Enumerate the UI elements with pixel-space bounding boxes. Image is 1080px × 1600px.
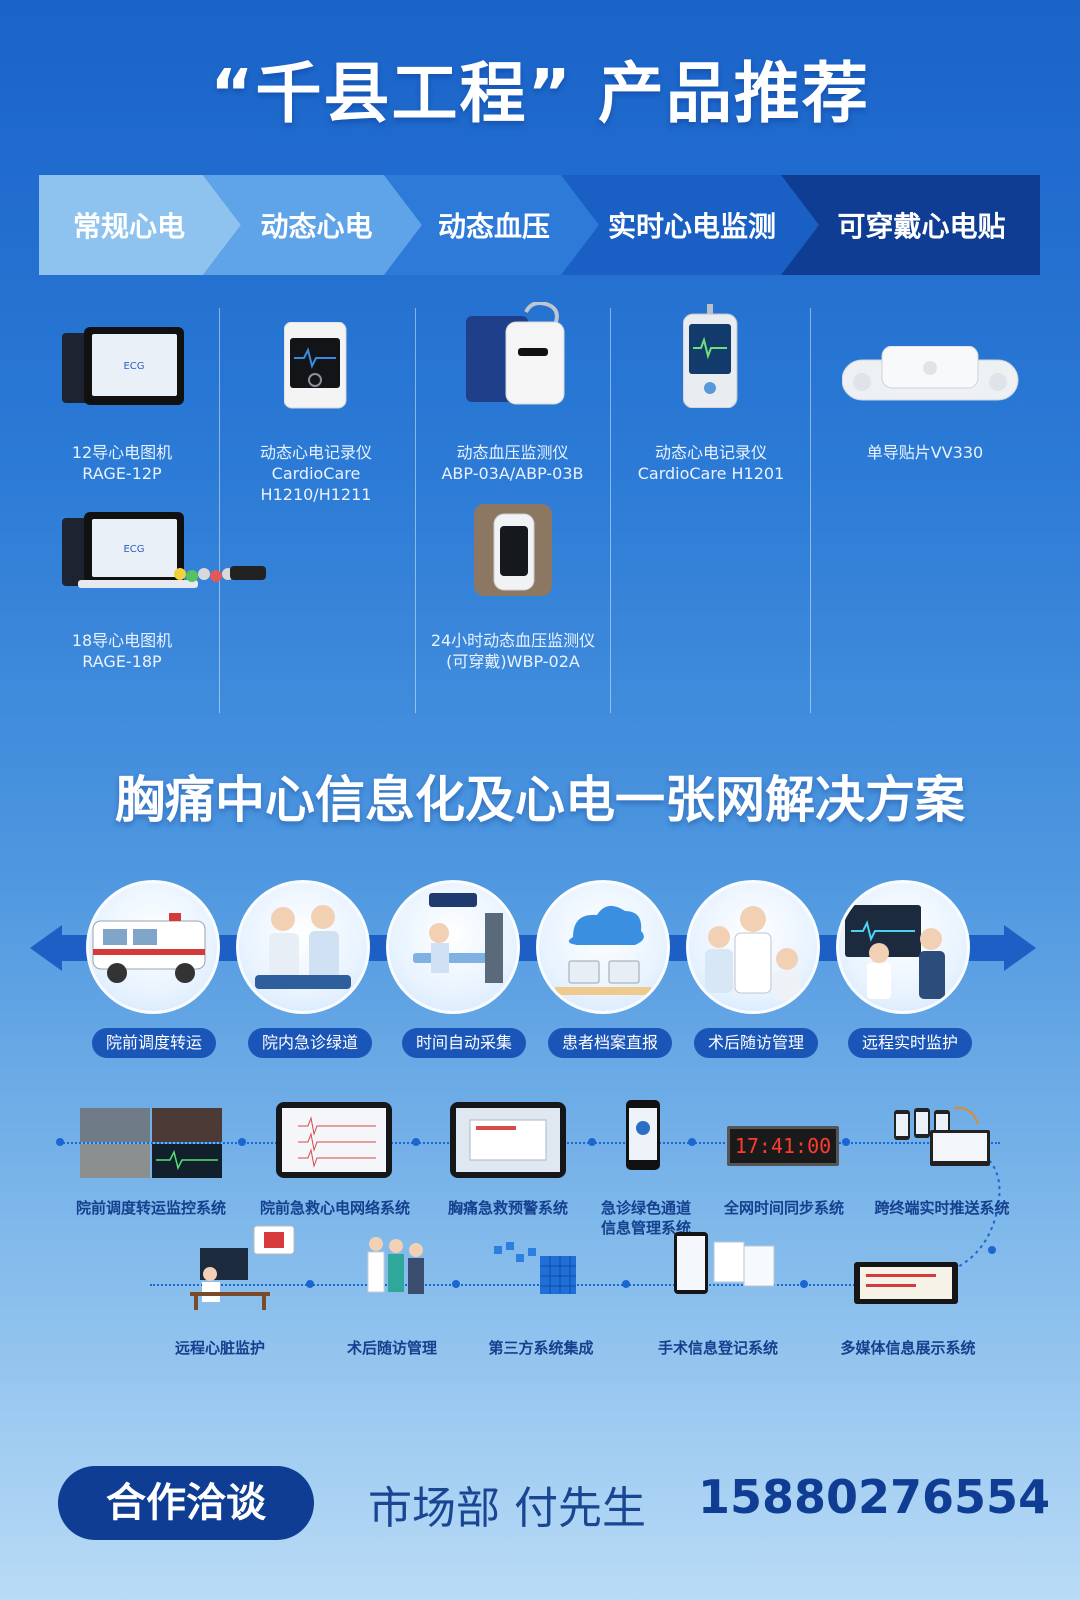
bp-cuff-monitor-icon bbox=[466, 302, 565, 405]
remote-cardiac-workstation-icon bbox=[190, 1225, 295, 1310]
contact-name: 市场部 付先生 bbox=[368, 1483, 646, 1534]
ecg-tablet-with-leads-icon: ECG bbox=[62, 512, 266, 588]
postop-followup-team-icon bbox=[367, 1237, 424, 1294]
tab-realtime-ecg[interactable]: 实时心电监测 bbox=[607, 210, 776, 243]
step-label: 院前调度转运 bbox=[92, 1028, 216, 1058]
step-label: 时间自动采集 bbox=[402, 1028, 526, 1058]
contact-phone[interactable]: 15880276554 bbox=[698, 1470, 1051, 1524]
clock-readout: 17:41:00 bbox=[734, 1134, 832, 1158]
tab-holter-ecg[interactable]: 动态心电 bbox=[260, 210, 373, 243]
system-label: 术后随访管理 bbox=[346, 1339, 437, 1357]
smartphone-icon bbox=[626, 1100, 660, 1170]
system-label: 院前调度转运监控系统 bbox=[75, 1199, 226, 1217]
connection-dot bbox=[842, 1138, 850, 1146]
arrow-right-icon bbox=[1004, 925, 1036, 971]
connection-dot bbox=[306, 1280, 314, 1288]
system-label: 院前急救心电网络系统 bbox=[259, 1199, 410, 1217]
step-label: 术后随访管理 bbox=[694, 1028, 818, 1058]
system-label: 远程心脏监护 bbox=[174, 1339, 265, 1357]
tab-wearable-patch[interactable]: 可穿戴心电贴 bbox=[837, 210, 1006, 243]
connection-dot bbox=[622, 1280, 630, 1288]
multimedia-display-icon bbox=[854, 1262, 958, 1304]
surveillance-grid-icon bbox=[80, 1108, 222, 1178]
surgery-registration-icon bbox=[674, 1232, 775, 1294]
connection-dot bbox=[688, 1138, 696, 1146]
system-integration-blocks-icon bbox=[494, 1242, 576, 1294]
system-label: 多媒体信息展示系统 bbox=[840, 1339, 976, 1357]
product-name: 24小时动态血压监测仪(可穿戴)WBP-02A bbox=[430, 631, 596, 671]
step-label: 远程实时监护 bbox=[848, 1028, 972, 1058]
product-category-tabs: 常规心电 动态心电 动态血压 实时心电监测 可穿戴心电贴 bbox=[39, 175, 1040, 275]
connection-dot bbox=[56, 1138, 64, 1146]
connection-dot bbox=[800, 1280, 808, 1288]
page-title: “千县工程” 产品推荐 bbox=[210, 55, 870, 132]
holter-recorder-icon bbox=[284, 322, 347, 409]
remote-monitor-icon bbox=[836, 880, 970, 1014]
system-label: 胸痛急救预警系统 bbox=[447, 1199, 568, 1217]
doctor-followup-icon bbox=[686, 880, 820, 1014]
connection-dot bbox=[452, 1280, 460, 1288]
connection-dot bbox=[988, 1246, 996, 1254]
wearable-bp-icon bbox=[474, 504, 552, 596]
cloud-report-icon bbox=[536, 880, 670, 1014]
step-label: 院内急诊绿道 bbox=[248, 1028, 372, 1058]
ambulance-icon bbox=[86, 880, 220, 1014]
svg-text:ECG: ECG bbox=[123, 544, 144, 555]
arrow-left-icon bbox=[30, 925, 62, 971]
multi-terminal-icon bbox=[894, 1106, 990, 1166]
emergency-team-icon bbox=[236, 880, 370, 1014]
realtime-ecg-recorder-icon bbox=[683, 304, 738, 408]
column-divider bbox=[219, 308, 220, 713]
product-name: 单导贴片VV330 bbox=[866, 443, 984, 462]
tab-ambulatory-bp[interactable]: 动态血压 bbox=[437, 210, 550, 243]
connection-dot bbox=[238, 1138, 246, 1146]
cooperation-button[interactable]: 合作洽谈 bbox=[58, 1466, 314, 1540]
step-label: 患者档案直报 bbox=[548, 1028, 672, 1058]
ecg-tablet-icon: ECG bbox=[62, 327, 184, 405]
column-divider bbox=[415, 308, 416, 713]
chest-pain-alert-tablet-icon bbox=[450, 1102, 566, 1178]
system-label: 手术信息登记系统 bbox=[657, 1339, 778, 1357]
system-label: 急诊绿色通道信息管理系统 bbox=[600, 1199, 691, 1237]
tab-bar-background bbox=[39, 175, 1040, 275]
time-capture-icon bbox=[386, 880, 520, 1014]
ecg-network-tablet-icon bbox=[276, 1102, 392, 1178]
system-label: 跨终端实时推送系统 bbox=[874, 1199, 1010, 1217]
system-label: 第三方系统集成 bbox=[488, 1339, 594, 1357]
connection-dot bbox=[412, 1138, 420, 1146]
column-divider bbox=[610, 308, 611, 713]
connection-dot bbox=[588, 1138, 596, 1146]
tab-conventional-ecg[interactable]: 常规心电 bbox=[72, 210, 185, 243]
ecg-patch-icon bbox=[842, 346, 1019, 401]
system-label: 全网时间同步系统 bbox=[723, 1199, 844, 1217]
time-sync-clock: 17:41:00 bbox=[727, 1126, 839, 1166]
solution-title: 胸痛中心信息化及心电一张网解决方案 bbox=[115, 771, 965, 829]
column-divider bbox=[810, 308, 811, 713]
svg-text:ECG: ECG bbox=[123, 361, 144, 372]
